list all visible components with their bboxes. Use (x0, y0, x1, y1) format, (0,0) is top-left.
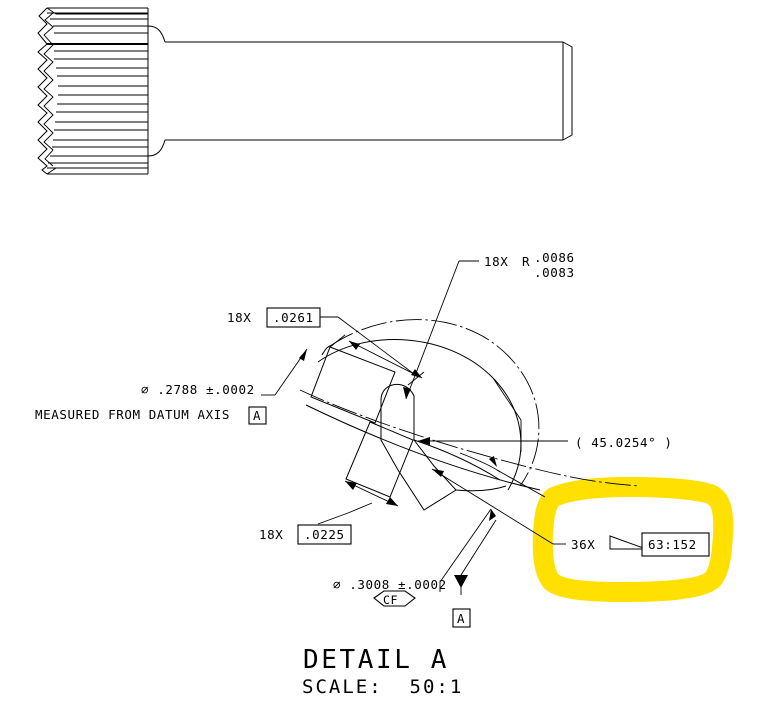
detail-title: DETAIL A (303, 645, 449, 675)
spline-tooth-profile-inner (43, 12, 54, 167)
annotation-text-layer: 18X R .0086 .0083 18X .0261 ⌀ .2788 ±.00… (35, 250, 710, 698)
tooth-right-root-curve (455, 485, 507, 492)
detail-scale: SCALE: 50:1 (302, 676, 463, 698)
spline-corner-chamfer-top (46, 7, 148, 15)
shaft-right-end-chamfer (562, 41, 573, 141)
radius-callout-lower: .0083 (534, 265, 575, 280)
dim-0225-leader-to-label (317, 512, 349, 525)
tooth-callout-prefix: 18X (227, 310, 251, 325)
shaft-fillet-bottom (147, 139, 166, 157)
radius-callout-symbol: R (522, 254, 530, 269)
dim-angle-arrow-left (418, 437, 430, 445)
dim-angle-arrow-curve (489, 456, 497, 467)
dim-taper-leader-2 (496, 469, 546, 498)
taper-callout-prefix: 36X (571, 537, 595, 552)
pitch-diameter-arc-centerline (299, 389, 641, 487)
datum-axis-note: MEASURED FROM DATUM AXIS (35, 407, 230, 422)
slope-taper-icon (609, 535, 647, 550)
dia-minor-callout: ⌀ .3008 ±.0002 (333, 577, 447, 592)
angle-reference-label: ( 45.0254° ) (575, 435, 673, 450)
space-callout-value: .0225 (304, 527, 345, 542)
dim-0261-ext-1 (329, 334, 346, 348)
tooth-callout-box (266, 307, 321, 328)
dim-0225-arrow-right (386, 497, 398, 506)
shaft-fillet-top (147, 25, 166, 43)
tooth-outer-arc (317, 339, 522, 491)
datum-a-label-2: A (457, 611, 465, 626)
spline-tooth-lines (47, 12, 148, 169)
datum-a-label-1: A (253, 408, 261, 423)
dim-0261-leader-slant (337, 316, 419, 378)
dia-major-callout: ⌀ .2788 ±.0002 (141, 382, 255, 397)
major-diameter-arc-centerline (329, 319, 540, 487)
datum-a-leader-slant (460, 519, 497, 576)
cf-modifier-hexagon (373, 590, 416, 607)
dim-dia-minor-arrow (489, 509, 496, 521)
dim-0225-leader-tail (347, 502, 373, 514)
dim-taper-leader-slant (431, 468, 554, 545)
dim-dia-minor-leader-slant (439, 508, 492, 583)
tooth-crown-profile (380, 384, 457, 511)
dim-0261-ext-2 (407, 371, 425, 386)
yellow-highlight-annotation (532, 477, 734, 602)
space-callout-box (297, 524, 352, 545)
splined-shaft-side-view (37, 7, 573, 175)
dim-dia-major-arrow (299, 349, 307, 361)
dim-0261-arrow-left (349, 341, 360, 350)
datum-a-box-2 (452, 608, 471, 628)
spline-corner-chamfer-bottom (46, 167, 148, 175)
tooth-root-arc (305, 404, 541, 491)
radius-callout-upper: .0086 (534, 250, 575, 265)
spline-tooth-profile-left (37, 7, 48, 175)
dim-taper-arrow (432, 469, 444, 477)
cf-modifier-label: CF (383, 593, 398, 607)
tooth-callout-value: .0261 (273, 310, 314, 325)
dim-0261-dimension-line (348, 340, 423, 379)
dim-0261-arrow-right (411, 369, 422, 378)
detail-a-geometry (261, 260, 641, 595)
taper-callout-value: 63:152 (648, 537, 697, 552)
datum-a-box-1 (248, 406, 267, 425)
tooth-flank-block-upper (310, 346, 396, 424)
taper-callout-box (641, 532, 710, 557)
space-callout-prefix: 18X (259, 527, 283, 542)
tooth-right-flank-curve (413, 439, 501, 481)
dim-0225-arrow-left (345, 481, 357, 490)
dim-angle-ext-upper (492, 377, 522, 421)
datum-a-triangle (454, 575, 468, 588)
dim-radius-arrow (403, 387, 411, 399)
dim-radius-leader-slant (405, 260, 460, 400)
radius-callout-prefix: 18X (484, 254, 508, 269)
